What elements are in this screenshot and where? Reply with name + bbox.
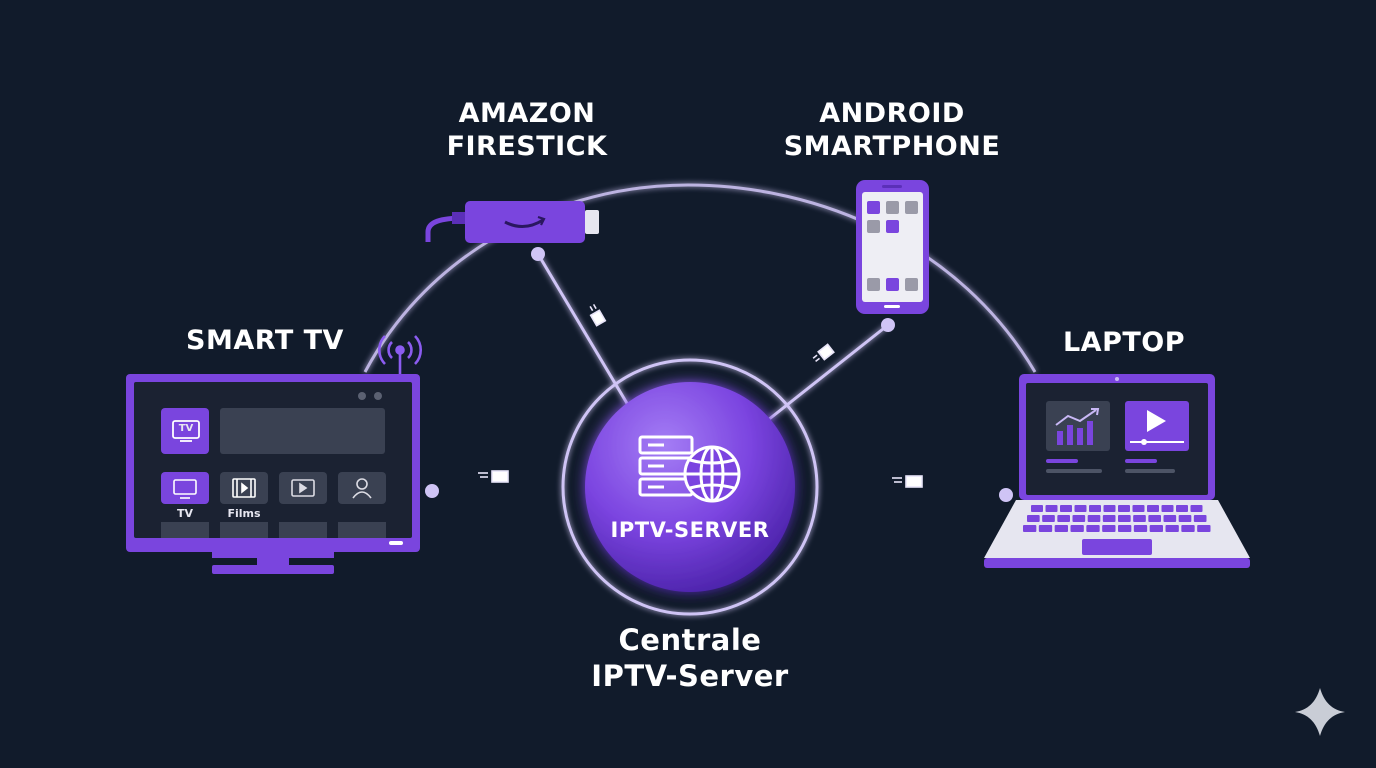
smartphone-label: ANDROID SMARTPHONE xyxy=(767,97,1017,163)
server-outer-ring xyxy=(561,358,819,616)
bar-chart-icon xyxy=(1055,408,1100,445)
laptop-label: LAPTOP xyxy=(1062,327,1186,358)
keyboard-key xyxy=(1102,525,1116,532)
keyboard-key xyxy=(1133,515,1146,522)
keyboard-key xyxy=(1045,505,1058,512)
keyboard-key xyxy=(1031,505,1043,512)
firestick-label-line1: AMAZON xyxy=(458,98,596,129)
keyboard-key xyxy=(1161,505,1174,512)
laptop-device xyxy=(984,374,1250,568)
server-label: IPTV-SERVER xyxy=(610,518,770,542)
firestick-label: AMAZON FIRESTICK xyxy=(427,97,627,163)
outer-arc-connection xyxy=(363,183,1037,373)
keyboard-key xyxy=(1118,515,1131,522)
keyboard-key xyxy=(1023,525,1037,532)
keyboard-key xyxy=(1148,515,1161,522)
keyboard-key xyxy=(1181,525,1195,532)
data-packet-icon xyxy=(478,470,509,483)
keyboard-key xyxy=(1163,515,1177,522)
wifi-icon xyxy=(378,335,422,374)
keyboard-key xyxy=(1042,515,1055,522)
tv-badge-tile xyxy=(161,408,209,454)
smart-tv-device xyxy=(126,335,422,574)
tv-badge-text: TV xyxy=(178,423,194,434)
central-server-caption: Centrale IPTV-Server xyxy=(540,622,840,694)
link-firestick xyxy=(536,253,630,406)
keyboard-key xyxy=(1165,525,1179,532)
keyboard-key xyxy=(1193,515,1207,522)
data-packet-icon xyxy=(812,343,835,363)
keyboard-key xyxy=(1197,525,1211,532)
keyboard-key xyxy=(1060,505,1072,512)
node-smart-tv xyxy=(425,484,439,498)
keyboard-key xyxy=(1054,525,1068,532)
play-icon xyxy=(1130,410,1184,445)
sparkle-icon xyxy=(1295,688,1345,736)
keyboard-key xyxy=(1087,515,1101,522)
smartphone-device xyxy=(856,180,929,314)
keyboard-key xyxy=(1132,505,1145,512)
data-packet-icon xyxy=(892,475,923,488)
node-laptop xyxy=(999,488,1013,502)
globe-icon xyxy=(683,445,741,503)
keyboard-key xyxy=(1074,505,1087,512)
smartphone-label-line1: ANDROID xyxy=(819,98,965,129)
keyboard-key xyxy=(1147,505,1159,512)
keyboard-key xyxy=(1070,525,1084,532)
keyboard-key xyxy=(1089,505,1101,512)
node-firestick xyxy=(531,247,545,261)
tile-tv-label: TV xyxy=(176,507,194,520)
keyboard-key xyxy=(1178,515,1192,522)
film-icon xyxy=(232,478,256,498)
user-icon xyxy=(352,478,372,499)
firestick-device xyxy=(425,201,599,243)
smart-tv-label: SMART TV xyxy=(186,325,344,356)
tile-films-label: Films xyxy=(227,507,261,520)
smile-logo-icon xyxy=(504,218,544,228)
tv-icon xyxy=(173,479,197,499)
keyboard-key xyxy=(1086,525,1100,532)
keyboard-key xyxy=(1133,525,1148,532)
keyboard-key xyxy=(1118,505,1130,512)
keyboard-key xyxy=(1057,515,1070,522)
node-smartphone xyxy=(881,318,895,332)
tile-tv xyxy=(161,472,209,504)
smartphone-label-line2: SMARTPHONE xyxy=(783,131,1001,162)
play-icon xyxy=(291,479,315,497)
keyboard-key xyxy=(1038,525,1053,532)
data-packet-icon xyxy=(589,303,607,327)
firestick-label-line2: FIRESTICK xyxy=(446,131,608,162)
keyboard-key xyxy=(1072,515,1086,522)
keyboard-key xyxy=(1149,525,1163,532)
keyboard-key xyxy=(1027,515,1040,522)
keyboard-key xyxy=(1176,505,1188,512)
keyboard-key xyxy=(1102,515,1116,522)
keyboard-key xyxy=(1103,505,1116,512)
keyboard-key xyxy=(1190,505,1203,512)
caption-line1: Centrale xyxy=(618,623,762,657)
keyboard-key xyxy=(1118,525,1132,532)
caption-line2: IPTV-Server xyxy=(591,659,789,693)
